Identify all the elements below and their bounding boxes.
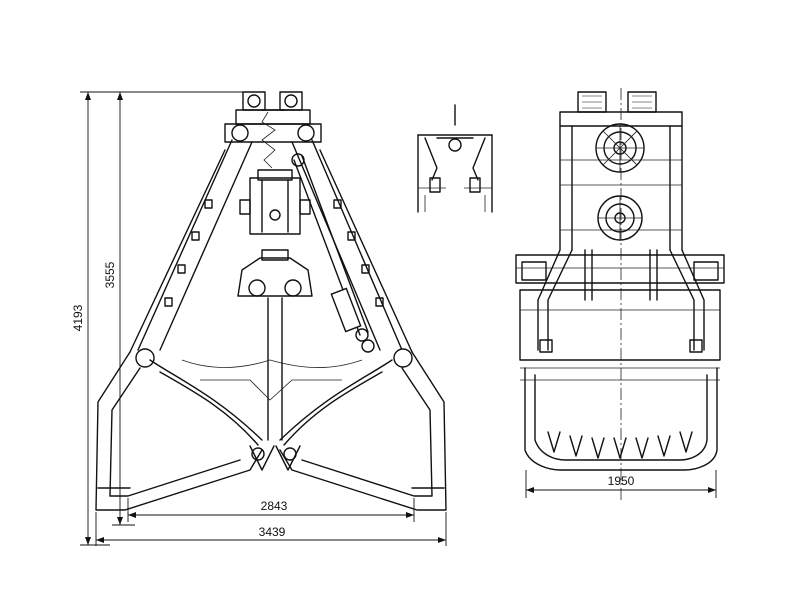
upper-crossbeam xyxy=(224,123,322,143)
central-upper-body xyxy=(239,169,311,235)
winch-lower xyxy=(597,195,643,241)
left-arm xyxy=(129,139,253,353)
dim-total-width: 3439 xyxy=(259,525,286,539)
dim-total-height: 4193 xyxy=(71,304,85,331)
dim-open-height: 3555 xyxy=(103,261,117,288)
right-jaw xyxy=(279,351,447,511)
side-right-arm xyxy=(681,249,705,351)
dim-inner-width: 2843 xyxy=(261,499,288,513)
bottom-teeth xyxy=(249,445,301,471)
arm-brackets xyxy=(164,199,384,307)
central-lower-body xyxy=(237,249,313,441)
detail-view xyxy=(417,104,493,213)
side-dimensions: 1950 xyxy=(525,470,717,498)
hydraulic-cylinder xyxy=(291,153,369,342)
left-jaw xyxy=(95,351,263,511)
side-top-sheaves xyxy=(577,91,657,113)
front-dimensions: 4193 3555 2843 3439 xyxy=(71,91,447,546)
side-main-frame xyxy=(559,125,683,251)
top-pulleys xyxy=(235,91,311,125)
cable xyxy=(261,111,276,169)
left-pivot xyxy=(135,348,155,368)
side-teeth xyxy=(547,431,693,459)
side-view xyxy=(515,88,725,500)
right-pivot xyxy=(393,348,413,368)
bucket-contour xyxy=(181,359,363,368)
dim-side-width: 1950 xyxy=(608,474,635,488)
side-left-arm xyxy=(537,249,561,351)
winch-upper xyxy=(595,123,645,173)
front-view xyxy=(95,91,447,511)
side-crossbar xyxy=(515,254,725,284)
side-bucket xyxy=(519,289,721,471)
